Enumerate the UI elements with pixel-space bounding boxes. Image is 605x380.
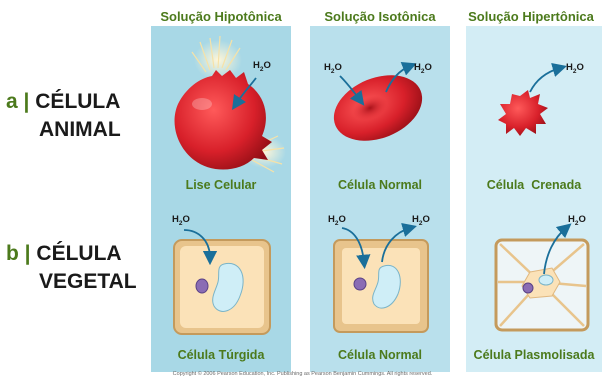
caption-celula-plasmolisada: Célula Plasmolisada [466,348,602,362]
nucleus-normal [354,278,366,290]
h2o-label-isotonic-plant-out: H2O [412,214,430,227]
caption-lise-celular: Lise Celular [151,178,291,192]
animal-cell-hypotonic [175,36,286,172]
caption-celula-normal-animal: Célula Normal [310,178,450,192]
caption-celula-crenada: Célula Crenada [466,178,602,192]
h2o-label-hypertonic-plant: H2O [568,214,586,227]
plant-cell-hypertonic [496,228,588,330]
animal-cell-hypertonic [498,68,560,136]
caption-celula-turgida: Célula Túrgida [151,348,291,362]
h2o-label-hypotonic-plant: H2O [172,214,190,227]
h2o-label-hypertonic-animal: H2O [566,62,584,75]
vacuole-plasmolyzed [539,275,553,285]
h2o-label-isotonic-animal-out: H2O [414,62,432,75]
caption-celula-normal-plant: Célula Normal [310,348,450,362]
plant-cell-hypotonic [174,230,270,334]
h2o-label-isotonic-animal-in: H2O [324,62,342,75]
animal-cell-isotonic [324,63,432,153]
copyright-notice: Copyright © 2006 Pearson Education, Inc.… [0,371,605,377]
lysed-red-blood-cell [175,70,272,170]
nucleus-turgid [196,279,208,293]
water-arrow-hypertonic-animal-out [530,68,560,92]
plant-cell-isotonic [334,228,428,332]
nucleus-plasmolyzed [523,283,533,293]
h2o-label-hypotonic-animal: H2O [253,60,271,73]
crenated-red-blood-cell [498,90,548,136]
h2o-label-isotonic-plant-in: H2O [328,214,346,227]
